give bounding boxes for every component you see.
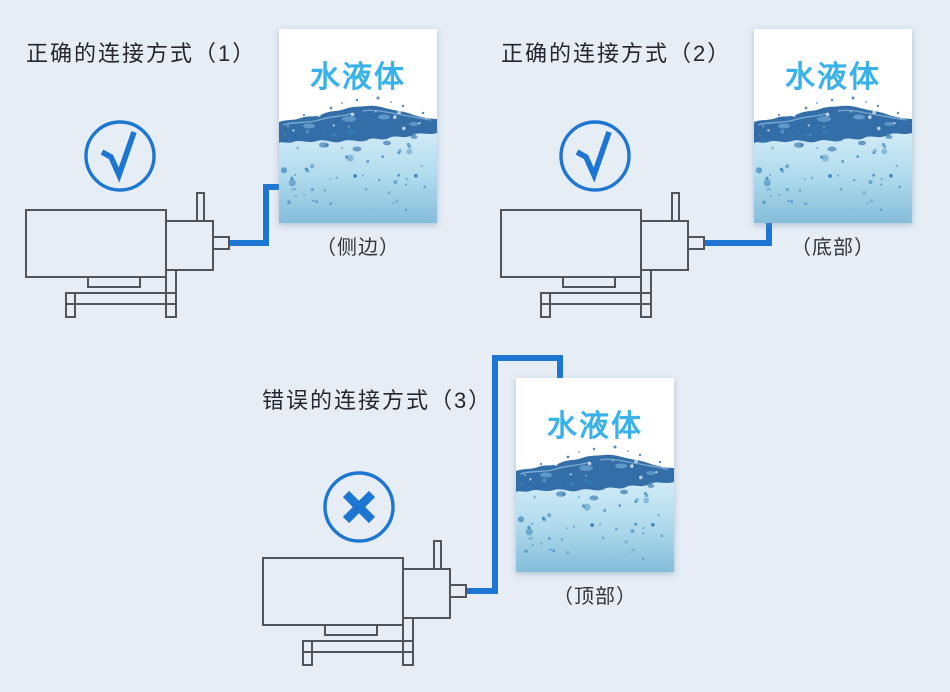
water-graphic-1: [279, 29, 437, 223]
check-icon-2: [559, 120, 631, 192]
connection-position-label-1: （侧边）: [316, 237, 400, 259]
pipe-2: [704, 218, 772, 246]
pipe-3: [466, 355, 563, 594]
water-tank-1: 水液体: [279, 29, 437, 223]
panel2-title: 正确的连接方式（2）: [501, 41, 732, 66]
water-graphic-2: [754, 29, 912, 223]
pipe-1: [229, 184, 282, 246]
cross-icon-3: [323, 471, 395, 543]
water-graphic-3: [516, 378, 674, 572]
check-icon-1: [84, 120, 156, 192]
connection-position-label-2: （底部）: [791, 237, 875, 259]
tank-label-3: 水液体: [547, 410, 643, 443]
tank-label-1: 水液体: [310, 61, 406, 94]
water-tank-2: 水液体: [754, 29, 912, 223]
pump-2: [500, 192, 705, 318]
connection-position-label-3: （顶部）: [553, 586, 637, 608]
panel1-title: 正确的连接方式（1）: [26, 41, 257, 66]
tank-label-2: 水液体: [785, 61, 881, 94]
pump-1: [25, 192, 230, 318]
pump-3: [262, 540, 467, 666]
water-tank-3: 水液体: [516, 378, 674, 572]
panel3-title: 错误的连接方式（3）: [262, 388, 493, 413]
